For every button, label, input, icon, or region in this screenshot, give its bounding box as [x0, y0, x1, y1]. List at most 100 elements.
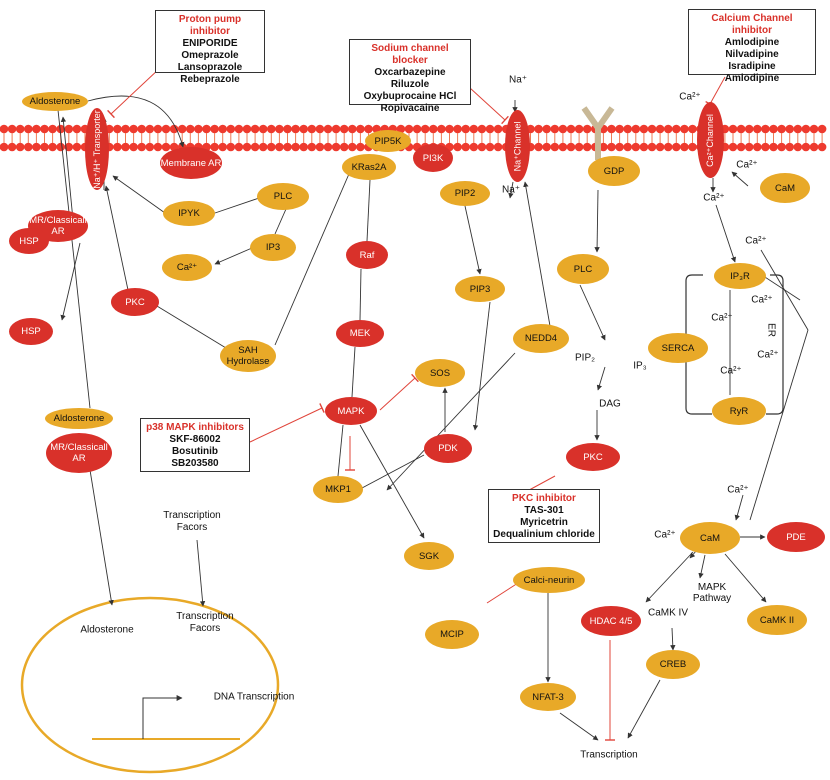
pkc-inhibitor-box: PKC inhibitor TAS-301 Myricetrin Dequali… — [488, 489, 600, 543]
lipid-head — [153, 124, 163, 134]
lipid-head — [817, 124, 827, 134]
connector-line — [274, 208, 287, 235]
node-ip3: IP3 — [250, 234, 296, 261]
activation-arrow — [594, 189, 600, 253]
connector-line — [351, 346, 356, 398]
label-ca-er-1: Ca²⁺ — [751, 294, 773, 306]
receptor-y-icon — [581, 106, 615, 160]
node-cam-2: CaM — [680, 522, 740, 554]
inhibitor-item: Bosutinib — [171, 446, 219, 457]
lipid-head — [32, 124, 41, 134]
lipid-head — [0, 142, 9, 152]
lipid-head — [299, 142, 309, 152]
activation-arrow — [523, 181, 551, 327]
lipid-head — [137, 142, 146, 152]
lipid-head — [307, 124, 317, 134]
lipid-head — [72, 124, 82, 134]
lipid-head — [48, 142, 57, 152]
lipid-head — [761, 142, 770, 152]
node-mek: MEK — [336, 320, 384, 347]
lipid-head — [469, 142, 479, 152]
lipid-head — [218, 142, 227, 152]
lipid-head — [315, 142, 325, 152]
node-na-h-transporter-label: Na⁺/H⁺ Transporter — [91, 109, 102, 189]
calcium-channel-inhibitor-title: Calcium Channel inhibitor — [711, 13, 793, 36]
lipid-head — [461, 124, 471, 134]
lipid-head — [777, 124, 786, 134]
proton-pump-inhibitor-title: Proton pump inhibitor — [178, 14, 242, 37]
lipid-head — [453, 142, 462, 152]
inhibitor-item: Amlodipine — [724, 73, 780, 84]
connector-line — [57, 109, 91, 409]
lipid-head — [32, 142, 41, 152]
node-mr-ar-2: MR/Classicall AR — [46, 433, 112, 473]
lipid-head — [445, 124, 454, 134]
lipid-head — [56, 124, 65, 134]
lipid-head — [242, 124, 252, 134]
proton-pump-inhibitor-box: Proton pump inhibitor ENIPORIDE Omeprazo… — [155, 10, 265, 85]
lipid-head — [558, 124, 568, 134]
label-ca-er-3: Ca²⁺ — [757, 349, 779, 361]
lipid-head — [121, 124, 130, 134]
lipid-head — [639, 142, 649, 152]
lipid-head — [753, 124, 762, 134]
activation-arrow — [627, 679, 661, 739]
node-serca: SERCA — [648, 333, 708, 363]
pathway-edges — [57, 95, 809, 741]
label-er: ER — [765, 323, 777, 337]
lipid-head — [655, 124, 665, 134]
lipid-head — [7, 124, 17, 134]
connector-line — [214, 196, 263, 214]
lipid-head — [736, 124, 746, 134]
lipid-head — [299, 124, 309, 134]
lipid-head — [234, 142, 244, 152]
sodium-channel-blocker-box: Sodium channel blocker Oxcarbazepine Ril… — [349, 39, 471, 114]
lipid-head — [493, 124, 503, 134]
label-transcription-factors-1: Transcription Facors — [163, 510, 221, 533]
node-mcip: MCIP — [425, 620, 479, 649]
lipid-head — [356, 142, 365, 152]
lipid-head — [339, 142, 349, 152]
node-na-h-transporter: Na⁺/H⁺ Transporter — [85, 108, 109, 190]
lipid-head — [534, 142, 543, 152]
node-hsp-1: HSP — [9, 228, 49, 254]
lipid-head — [186, 124, 195, 134]
lipid-head — [137, 124, 146, 134]
node-kras2a: KRas2A — [342, 154, 396, 180]
lipid-head — [663, 124, 673, 134]
lipid-head — [258, 142, 268, 152]
lipid-head — [769, 142, 778, 152]
lipid-head — [275, 124, 284, 134]
lipid-head — [647, 124, 657, 134]
lipid-head — [348, 124, 357, 134]
lipid-head — [485, 124, 495, 134]
lipid-head — [258, 124, 268, 134]
node-membrane-ar: Membrane AR — [160, 147, 222, 179]
lipid-head — [639, 124, 649, 134]
lipid-head — [15, 124, 25, 134]
pkc-inhibitor-title: PKC inhibitor — [512, 493, 576, 504]
node-mkp1: MKP1 — [313, 476, 363, 503]
lipid-head — [817, 142, 827, 152]
lipid-head — [48, 124, 57, 134]
node-ca-channel: Ca²⁺Channel — [697, 102, 724, 178]
lipid-head — [64, 124, 74, 134]
inhibitor-item: Lansoprazole — [177, 62, 243, 73]
lipid-head — [655, 142, 665, 152]
inhibitor-item: Oxcarbazepine — [374, 67, 446, 78]
activation-arrow — [715, 204, 737, 263]
node-sos: SOS — [415, 359, 465, 387]
inhibition-line — [110, 67, 161, 115]
inhibitor-item: Isradipine — [728, 61, 776, 72]
lipid-head — [331, 124, 341, 134]
lipid-head — [348, 142, 357, 152]
lipid-head — [809, 124, 819, 134]
inhibitor-item: Myricetrin — [520, 517, 568, 528]
activation-arrow — [731, 171, 749, 187]
lipid-head — [566, 142, 576, 152]
node-aldosterone: Aldosterone — [22, 92, 88, 111]
activation-arrow — [559, 712, 599, 741]
label-dag: DAG — [599, 398, 621, 410]
node-ca-2plus: Ca²⁺ — [162, 254, 212, 281]
node-na-channel-label: Na⁺Channel — [512, 121, 522, 171]
